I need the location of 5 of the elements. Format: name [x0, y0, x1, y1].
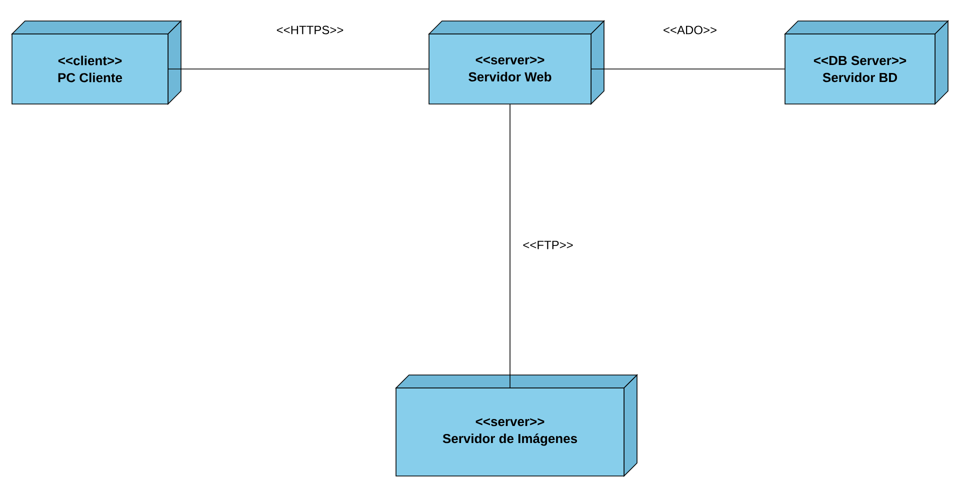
- edge-label: <<FTP>>: [522, 240, 574, 250]
- edge-label: <<ADO>>: [662, 24, 718, 36]
- connector-line: [591, 68, 786, 70]
- edge-label: <<HTTPS>>: [275, 24, 345, 36]
- connector-line: [168, 68, 429, 70]
